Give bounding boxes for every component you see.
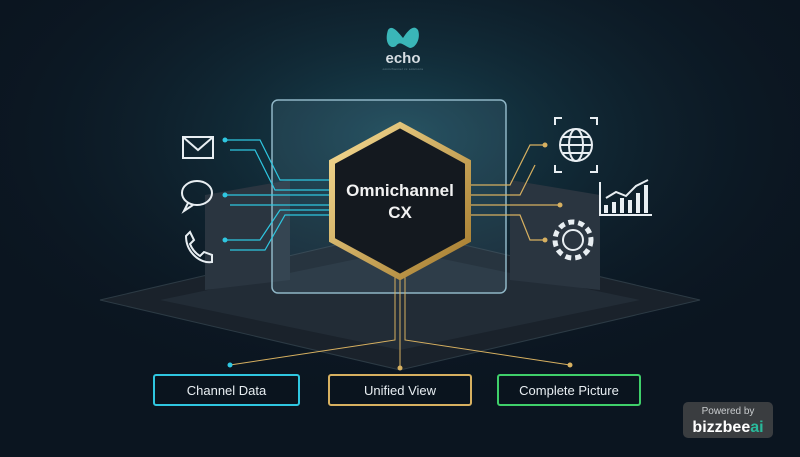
center-title: Omnichannel CX [330,180,470,224]
logo-text: echo [385,50,421,67]
brand-suffix: ai [750,419,764,436]
bizzbee-logo: bizzbeeai [683,419,773,437]
phone-icon [184,230,213,264]
globe-icon [554,117,598,173]
label-complete-picture: Complete Picture [497,374,641,406]
left-block [205,180,290,290]
chat-bubble-icon [181,180,213,214]
center-title-line1: Omnichannel [346,181,454,200]
label-unified-view: Unified View [328,374,472,406]
powered-by-text: Powered by [701,406,755,417]
echo-logo-mark [386,27,419,48]
center-title-line2: CX [388,203,412,222]
center-hexagon [329,121,471,281]
gear-icon [552,219,594,261]
bar-chart-icon [599,179,652,216]
powered-by-badge[interactable]: Powered by bizzbeeai [683,402,773,438]
logo-tagline: omnichannel cx solutions [382,67,424,71]
label-channel-data: Channel Data [153,374,300,406]
brand-name: bizzbee [692,419,751,436]
envelope-icon [182,136,214,159]
